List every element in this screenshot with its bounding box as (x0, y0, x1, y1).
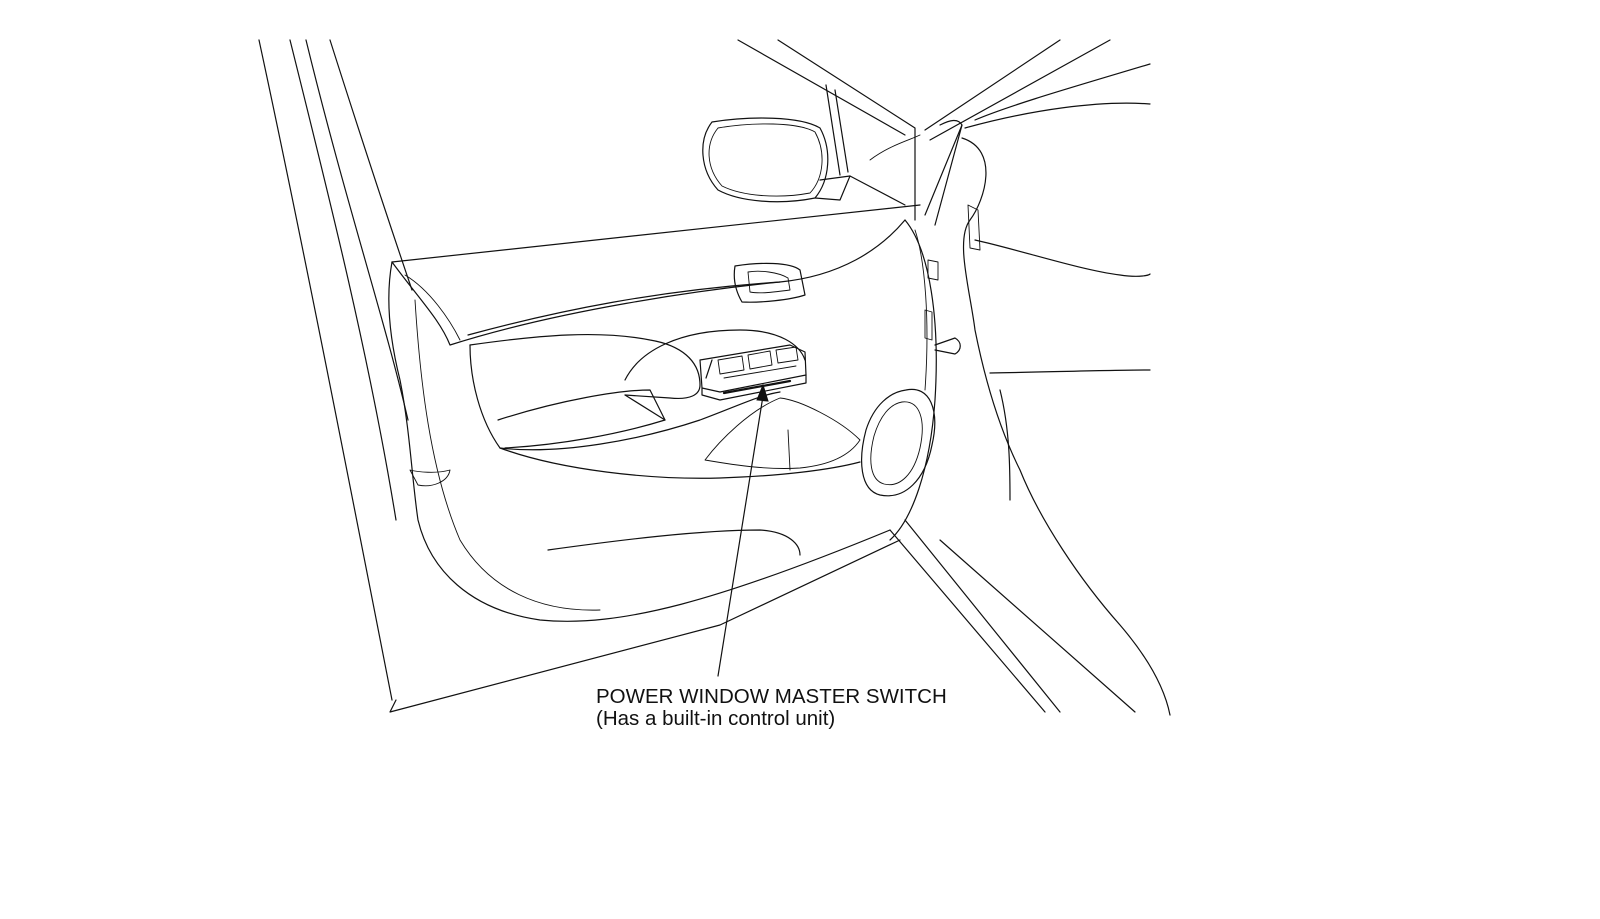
armrest (469, 329, 806, 451)
window-frame (737, 39, 1111, 226)
body-opening (961, 63, 1171, 716)
door-sill (889, 519, 1136, 713)
door-pocket (499, 397, 861, 556)
callout-leader (717, 383, 769, 677)
callout-note: (Has a built-in control unit) (596, 707, 836, 730)
door-edge (889, 219, 961, 541)
inner-handle (733, 262, 806, 303)
a-pillar (258, 39, 413, 701)
door-speaker (861, 388, 936, 497)
door-shell (388, 204, 921, 713)
callout-title: POWER WINDOW MASTER SWITCH (596, 685, 947, 708)
callout-label: POWER WINDOW MASTER SWITCH (Has a built-… (596, 686, 947, 730)
side-mirror (702, 117, 906, 206)
power-window-master-switch (699, 344, 807, 401)
door-trim-upper (391, 219, 906, 346)
